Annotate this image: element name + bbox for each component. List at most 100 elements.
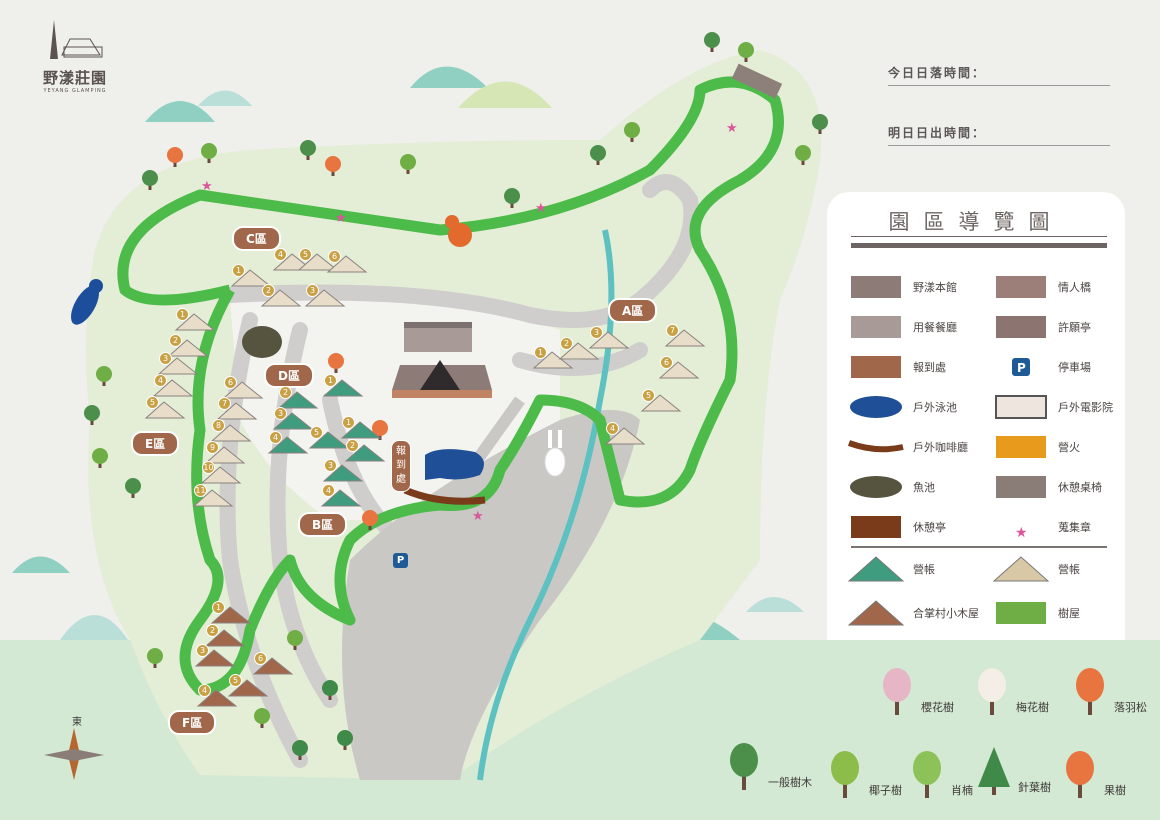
tent-number[interactable]: 3 bbox=[159, 352, 172, 365]
tent-number[interactable]: 5 bbox=[146, 396, 159, 409]
tent-number[interactable]: 3 bbox=[324, 459, 337, 472]
cabin[interactable] bbox=[196, 689, 238, 707]
sunrise-field[interactable]: 明日日出時間： bbox=[888, 124, 1110, 146]
tent-number[interactable]: 4 bbox=[606, 422, 619, 435]
cabin[interactable] bbox=[227, 679, 269, 697]
legend-item: 戶外咖啡廳 bbox=[847, 432, 968, 462]
tent[interactable] bbox=[222, 381, 264, 399]
tent-number[interactable]: 4 bbox=[269, 431, 282, 444]
tent[interactable] bbox=[532, 351, 574, 369]
tent[interactable] bbox=[308, 431, 350, 449]
zone-c-label[interactable]: C區 bbox=[232, 226, 281, 251]
tent-number[interactable]: 3 bbox=[306, 284, 319, 297]
tent[interactable] bbox=[340, 421, 382, 439]
tent-number[interactable]: 4 bbox=[274, 248, 287, 261]
tent[interactable] bbox=[664, 329, 706, 347]
tent-number[interactable]: 6 bbox=[224, 376, 237, 389]
tent[interactable] bbox=[344, 444, 386, 462]
tent[interactable] bbox=[304, 289, 346, 307]
tent[interactable] bbox=[157, 357, 199, 375]
tree-legend-item: 針葉樹 bbox=[972, 745, 1051, 795]
checkin-label[interactable]: 報到處 bbox=[391, 440, 411, 492]
zone-f-label[interactable]: F區 bbox=[168, 710, 217, 735]
zone-a-label[interactable]: A區 bbox=[608, 298, 658, 323]
cinema-icon bbox=[995, 395, 1047, 419]
tent[interactable] bbox=[200, 466, 242, 484]
tent-number[interactable]: 4 bbox=[154, 374, 167, 387]
tent-number[interactable]: 4 bbox=[322, 484, 335, 497]
tent-number[interactable]: 10 bbox=[202, 461, 215, 474]
tent[interactable] bbox=[322, 464, 364, 482]
tent-number[interactable]: 7 bbox=[218, 397, 231, 410]
svg-text:★: ★ bbox=[535, 201, 547, 216]
bald-cypress-icon bbox=[1076, 668, 1104, 715]
zone-e-label[interactable]: E區 bbox=[131, 431, 180, 456]
tent[interactable] bbox=[297, 253, 339, 271]
tent[interactable] bbox=[604, 427, 646, 445]
tent[interactable] bbox=[326, 255, 368, 273]
tent[interactable] bbox=[558, 342, 600, 360]
tent-number[interactable]: 1 bbox=[324, 374, 337, 387]
tent[interactable] bbox=[167, 339, 209, 357]
tent-number[interactable]: 6 bbox=[254, 652, 267, 665]
zone-d-label[interactable]: D區 bbox=[264, 363, 314, 388]
tent[interactable] bbox=[588, 331, 630, 349]
tent-number[interactable]: 5 bbox=[310, 426, 323, 439]
tent[interactable] bbox=[272, 412, 314, 430]
tent-number[interactable]: 2 bbox=[206, 624, 219, 637]
tent[interactable] bbox=[216, 402, 258, 420]
tent-number[interactable]: 5 bbox=[642, 389, 655, 402]
tent[interactable] bbox=[640, 394, 682, 412]
tent[interactable] bbox=[204, 446, 246, 464]
tent-number[interactable]: 5 bbox=[299, 248, 312, 261]
tent[interactable] bbox=[152, 379, 194, 397]
tent-number[interactable]: 2 bbox=[169, 334, 182, 347]
fruit-tree-icon bbox=[1066, 751, 1094, 798]
tent[interactable] bbox=[322, 379, 364, 397]
tent[interactable] bbox=[658, 361, 700, 379]
tent-number[interactable]: 6 bbox=[328, 250, 341, 263]
tent[interactable] bbox=[260, 289, 302, 307]
legend-item: 情人橋 bbox=[992, 272, 1091, 302]
tent-number[interactable]: 7 bbox=[666, 324, 679, 337]
legend-lodging-item: 合掌村小木屋 bbox=[847, 598, 979, 628]
cabin[interactable] bbox=[210, 606, 252, 624]
tent-number[interactable]: 6 bbox=[660, 356, 673, 369]
tent-number[interactable]: 8 bbox=[212, 419, 225, 432]
tree-legend-item: 肖楠 bbox=[905, 748, 973, 798]
tree-legend-item: 梅花樹 bbox=[970, 665, 1049, 715]
tent-number[interactable]: 9 bbox=[206, 441, 219, 454]
tent-number[interactable]: 2 bbox=[346, 439, 359, 452]
tent[interactable] bbox=[144, 401, 186, 419]
tent-number[interactable]: 1 bbox=[232, 264, 245, 277]
cabin[interactable] bbox=[194, 649, 236, 667]
tent-number[interactable]: 2 bbox=[560, 337, 573, 350]
tent[interactable] bbox=[320, 489, 362, 507]
tent-number[interactable]: 11 bbox=[194, 484, 207, 497]
parking-icon[interactable]: P bbox=[393, 553, 408, 568]
zone-b-label[interactable]: B區 bbox=[298, 512, 348, 537]
tent-number[interactable]: 2 bbox=[262, 284, 275, 297]
tent[interactable] bbox=[174, 313, 216, 331]
tent-number[interactable]: 5 bbox=[229, 674, 242, 687]
tent[interactable] bbox=[272, 253, 314, 271]
cabin[interactable] bbox=[252, 657, 294, 675]
legend-item-label: 許願亭 bbox=[1058, 321, 1091, 334]
tent-number[interactable]: 1 bbox=[534, 346, 547, 359]
tent-number[interactable]: 4 bbox=[198, 684, 211, 697]
tent-number[interactable]: 1 bbox=[176, 308, 189, 321]
tent-number[interactable]: 3 bbox=[274, 407, 287, 420]
sunset-field[interactable]: 今日日落時間： bbox=[888, 64, 1110, 86]
logo-house-icon bbox=[50, 20, 103, 59]
tent-number[interactable]: 1 bbox=[212, 601, 225, 614]
cabin[interactable] bbox=[204, 629, 246, 647]
tent[interactable] bbox=[230, 269, 272, 287]
tent[interactable] bbox=[277, 391, 319, 409]
tent-number[interactable]: 2 bbox=[279, 386, 292, 399]
tent-number[interactable]: 1 bbox=[342, 416, 355, 429]
tent[interactable] bbox=[210, 424, 252, 442]
tent-number[interactable]: 3 bbox=[196, 644, 209, 657]
tent[interactable] bbox=[192, 489, 234, 507]
tent[interactable] bbox=[267, 436, 309, 454]
tent-number[interactable]: 3 bbox=[590, 326, 603, 339]
